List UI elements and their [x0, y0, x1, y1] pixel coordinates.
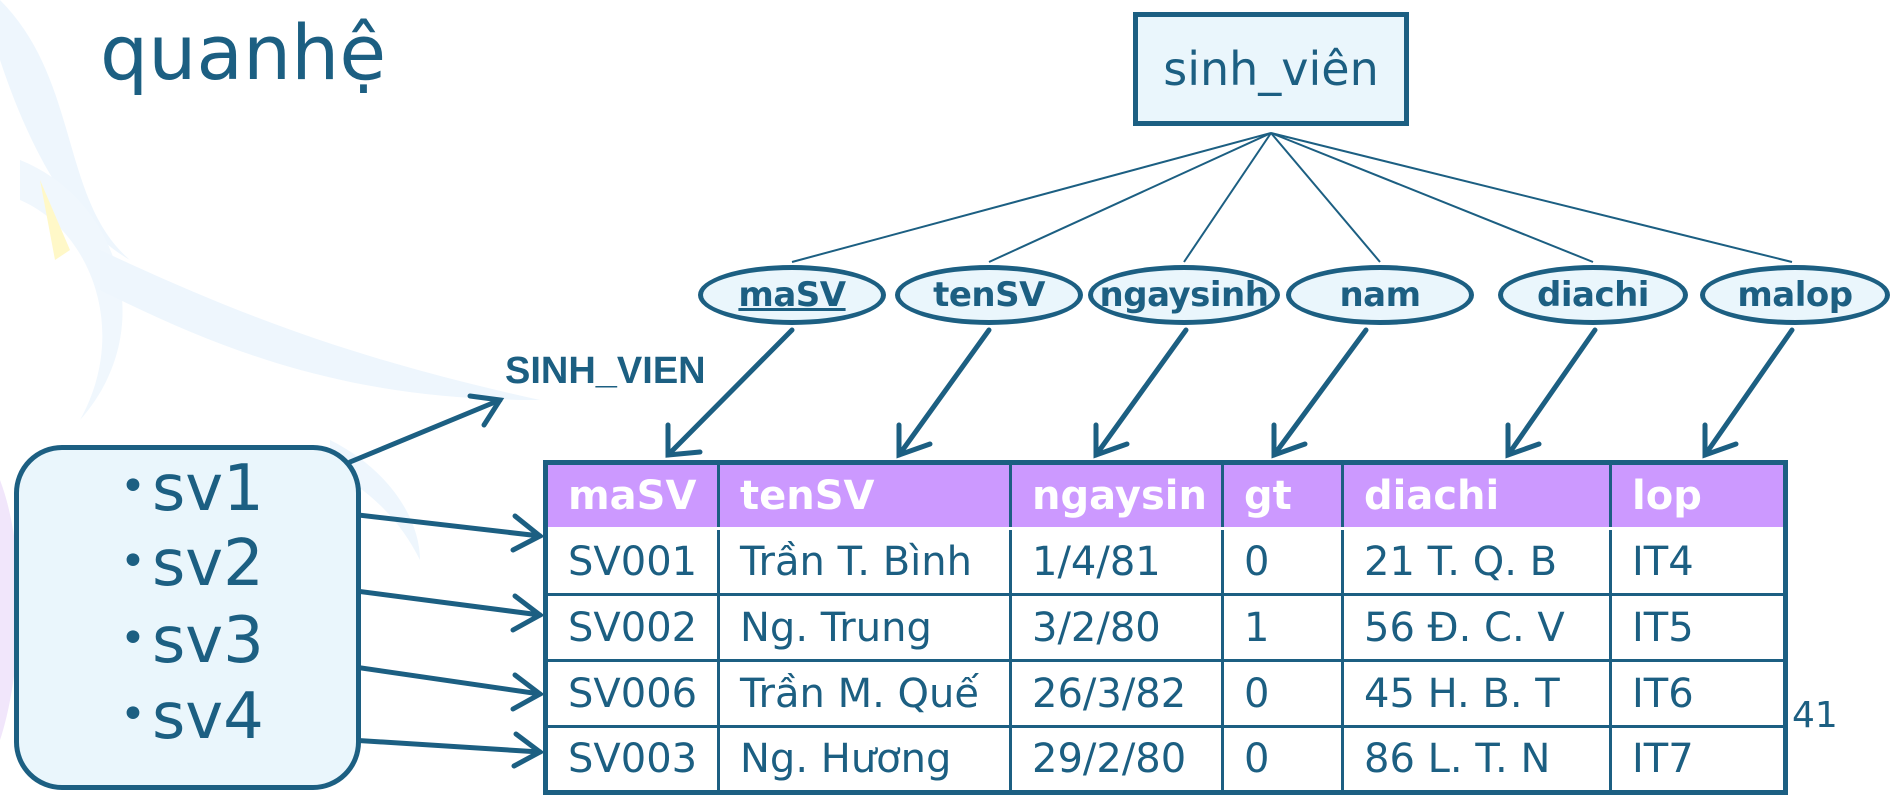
table-cell: IT4: [1609, 527, 1787, 596]
table-cell: 26/3/82: [1009, 659, 1224, 728]
column-header: gt: [1221, 461, 1344, 530]
attribute-diachi: diachi: [1498, 265, 1688, 325]
tuple-set-box: [14, 445, 361, 790]
bullet-icon: •: [120, 535, 146, 587]
table-cell: 29/2/80: [1009, 725, 1224, 794]
table-cell: 86 L. T. N: [1341, 725, 1612, 794]
attribute-nam: nam: [1286, 265, 1474, 325]
attribute-ngaysinh: ngaysinh: [1088, 265, 1280, 325]
tuple-label: sv3: [151, 604, 264, 678]
column-header: tenSV: [717, 461, 1012, 530]
table-cell: 45 H. B. T: [1341, 659, 1612, 728]
table-cell: Trần M. Quế: [717, 659, 1012, 728]
attribute-label: malop: [1737, 275, 1853, 315]
table-cell: SV003: [544, 725, 720, 794]
entity-name: sinh_viên: [1163, 42, 1379, 96]
entity-box: sinh_viên: [1133, 12, 1409, 126]
table-cell: IT5: [1609, 593, 1787, 662]
attribute-label: nam: [1339, 275, 1421, 315]
table-cell: IT6: [1609, 659, 1787, 728]
tuple-label: sv2: [151, 527, 264, 601]
attribute-label: maSV: [738, 275, 846, 315]
table-cell: SV002: [544, 593, 720, 662]
attribute-malop: malop: [1700, 265, 1890, 325]
table-cell: Ng. Trung: [717, 593, 1012, 662]
column-header: ngaysin: [1009, 461, 1224, 530]
tuple-item: •sv4: [120, 680, 264, 754]
bullet-icon: •: [120, 612, 146, 664]
attribute-tensv: tenSV: [895, 265, 1083, 325]
column-header: maSV: [544, 461, 720, 530]
attribute-label: diachi: [1537, 275, 1649, 315]
slide-title: quanhệ: [100, 8, 387, 97]
relation-name: SINH_VIEN: [505, 350, 706, 392]
table-cell: 21 T. Q. B: [1341, 527, 1612, 596]
table-row: SV003 Ng. Hương 29/2/80 0 86 L. T. N IT7: [544, 725, 1787, 794]
table-row: SV006 Trần M. Quế 26/3/82 0 45 H. B. T I…: [544, 659, 1787, 728]
tuple-label: sv1: [151, 452, 264, 526]
tuple-item: •sv3: [120, 604, 264, 678]
table-cell: 0: [1221, 659, 1344, 728]
attribute-label: ngaysinh: [1099, 275, 1269, 315]
column-header: diachi: [1341, 461, 1612, 530]
bullet-icon: •: [120, 460, 146, 512]
table-cell: SV001: [544, 527, 720, 596]
table-row: SV002 Ng. Trung 3/2/80 1 56 Đ. C. V IT5: [544, 593, 1787, 662]
relation-table: maSV tenSV ngaysin gt diachi lop SV001 T…: [543, 460, 1788, 795]
tuple-label: sv4: [151, 680, 264, 754]
tuple-item: •sv2: [120, 527, 264, 601]
bullet-icon: •: [120, 688, 146, 740]
table-cell: Ng. Hương: [717, 725, 1012, 794]
attribute-masv: maSV: [698, 265, 886, 325]
table-cell: SV006: [544, 659, 720, 728]
attribute-label: tenSV: [933, 275, 1045, 315]
table-cell: 56 Đ. C. V: [1341, 593, 1612, 662]
table-cell: IT7: [1609, 725, 1787, 794]
table-header-row: maSV tenSV ngaysin gt diachi lop: [544, 461, 1787, 530]
table-cell: 1: [1221, 593, 1344, 662]
table-cell: 1/4/81: [1009, 527, 1224, 596]
table-cell: 0: [1221, 725, 1344, 794]
table-cell: 3/2/80: [1009, 593, 1224, 662]
page-number: 41: [1792, 695, 1838, 736]
tuple-item: •sv1: [120, 452, 264, 526]
table-cell: 0: [1221, 527, 1344, 596]
column-header: lop: [1609, 461, 1787, 530]
table-row: SV001 Trần T. Bình 1/4/81 0 21 T. Q. B I…: [544, 527, 1787, 596]
table-cell: Trần T. Bình: [717, 527, 1012, 596]
